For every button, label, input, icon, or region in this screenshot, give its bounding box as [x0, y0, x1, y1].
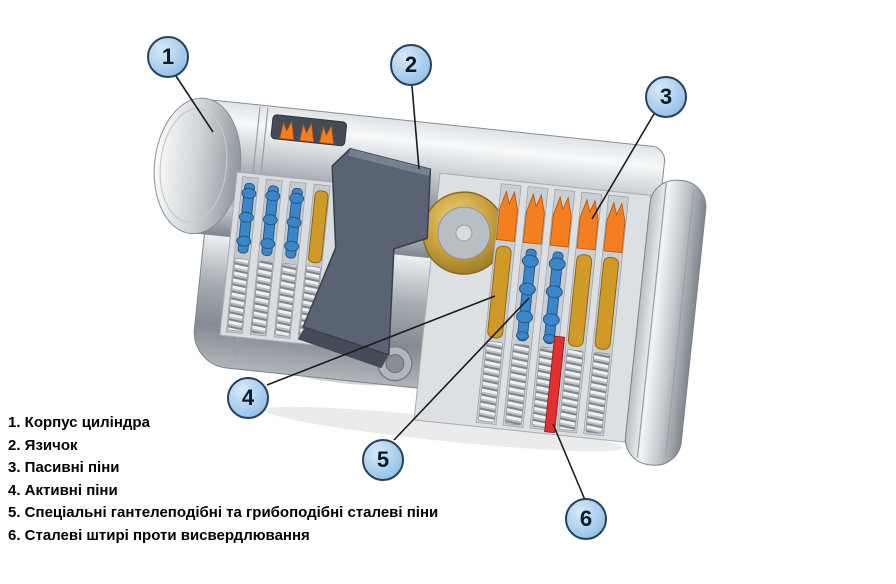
leader-lines — [175, 75, 655, 501]
legend-item-3: 3. Пасивні піни — [8, 459, 120, 477]
active-pins — [487, 245, 619, 350]
rear-cap — [624, 179, 707, 466]
legend-item-2: 2. Язичок — [8, 436, 78, 454]
left-springs — [227, 258, 321, 340]
leader-line-3 — [591, 113, 655, 220]
legend-item-5: 5. Спеціальні гантелеподібні та грибопод… — [8, 504, 439, 522]
passive-pins — [495, 189, 626, 254]
leader-line-6 — [552, 423, 586, 501]
right-cutaway-panel — [413, 172, 652, 443]
callout-5: 5 — [362, 439, 404, 481]
legend-item-4: 4. Активні піни — [8, 481, 118, 499]
passive-pin-tip — [319, 124, 334, 145]
brass-plug — [422, 191, 506, 275]
leader-line-1 — [175, 75, 214, 133]
legend-item-1: 1. Корпус циліндра — [8, 414, 150, 431]
callout-4: 4 — [227, 377, 269, 419]
cam — [297, 147, 432, 369]
lock-body-group — [153, 97, 707, 466]
callout-5-label: 5 — [376, 447, 390, 472]
special-steel-pins — [516, 248, 566, 345]
callout-6-label: 6 — [579, 506, 593, 531]
right-springs — [478, 340, 611, 434]
top-slot-cutaway — [270, 114, 347, 147]
passive-pin-tip — [279, 120, 295, 141]
callout-2: 2 — [390, 44, 432, 86]
body-shadow — [264, 406, 623, 452]
callout-3: 3 — [645, 76, 687, 118]
anti-drill-pin — [544, 335, 566, 434]
callout-6: 6 — [565, 498, 607, 540]
left-active-pin — [308, 190, 329, 264]
legend: 1. Корпус циліндра 2. Язичок 3. Пасивні … — [8, 412, 438, 548]
callout-1: 1 — [147, 36, 189, 78]
callout-2-label: 2 — [404, 52, 418, 77]
callout-1-label: 1 — [161, 44, 175, 69]
legend-item-6: 6. Сталеві штирі проти висвердлювання — [8, 526, 310, 544]
passive-pin-tip — [299, 122, 315, 143]
front-cap — [153, 97, 242, 235]
leader-line-4 — [266, 295, 496, 386]
callout-4-label: 4 — [241, 385, 255, 410]
left-special-pins — [236, 182, 329, 264]
leader-line-5 — [393, 297, 530, 441]
leader-line-2 — [411, 85, 420, 170]
callout-3-label: 3 — [659, 84, 673, 109]
